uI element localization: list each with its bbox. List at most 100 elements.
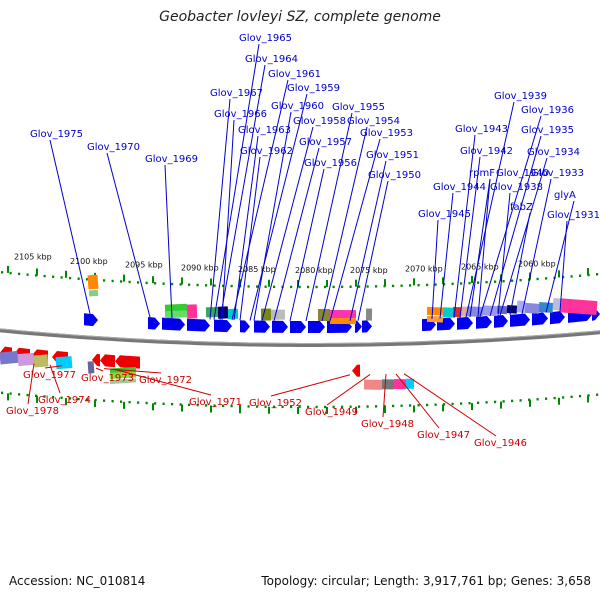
feature-block: [329, 309, 357, 319]
ruler-tick: [500, 401, 502, 409]
ruler-dot: [137, 401, 140, 404]
ruler-dot: [477, 401, 480, 404]
ruler-dot: [366, 285, 369, 288]
reverse-leader-line: [403, 373, 497, 437]
ruler-dot: [341, 285, 344, 289]
feature-block: [186, 304, 198, 319]
ruler-dot: [400, 284, 403, 287]
forward-gene-label: Glov_1931: [547, 210, 600, 221]
ruler-dot: [417, 283, 420, 287]
ruler-tick: [210, 405, 212, 413]
ruler-dot: [26, 273, 29, 276]
ruler-dot: [358, 405, 361, 408]
kbp-tick-label: 2085 kbp: [238, 265, 276, 274]
forward-gene-label: Glov_1940: [496, 168, 549, 179]
ruler-dot: [1, 391, 4, 395]
reverse-gene-label: Glov_1947: [417, 430, 470, 441]
ruler-dot: [256, 285, 259, 288]
feature-block: [109, 378, 137, 384]
ruler-dot: [587, 394, 590, 397]
topology-text: Topology: circular; Length: 3,917,761 bp…: [261, 574, 591, 588]
forward-gene-arrow: [162, 317, 185, 331]
ruler-dot: [298, 405, 301, 409]
reverse-leader-line: [326, 374, 371, 406]
feature-block: [33, 354, 49, 368]
forward-leader-line: [106, 152, 151, 318]
ruler-dot: [579, 274, 582, 277]
forward-gene-arrow: [240, 320, 250, 333]
forward-gene-label: Glov_1956: [304, 158, 357, 169]
ruler-dot: [392, 404, 395, 408]
reverse-gene-label: Glov_1973: [81, 373, 134, 384]
ruler-inner: [1, 391, 599, 414]
feature-block: [482, 305, 498, 317]
ruler-dot: [358, 285, 361, 288]
ruler-tick: [94, 400, 96, 408]
feature-block: [365, 308, 373, 321]
forward-leader-line: [231, 79, 289, 321]
forward-gene-label: Glov_1963: [238, 125, 291, 136]
forward-gene-label: Glov_1966: [214, 109, 267, 120]
feature-block: [55, 356, 73, 370]
ruler-tick: [210, 278, 212, 286]
forward-gene-label: glyA: [554, 190, 576, 201]
feature-block: [17, 352, 35, 367]
ruler-dot: [324, 405, 327, 409]
ruler-dot: [545, 397, 548, 400]
ruler-dot: [9, 392, 12, 395]
feature-color-blocks: [0, 274, 598, 390]
ruler-dot: [264, 285, 267, 288]
feature-block: [164, 303, 188, 313]
forward-gene-arrow: [362, 320, 372, 333]
feature-block: [538, 301, 554, 313]
reverse-leader-line: [395, 373, 440, 429]
reverse-gene-label: Glov_1948: [361, 419, 414, 430]
forward-gene-arrow: [476, 315, 492, 329]
reverse-leader-line: [27, 363, 35, 405]
backbone-highlight: [0, 328, 600, 344]
ruler-dot: [247, 405, 250, 408]
forward-leader-line: [469, 178, 491, 318]
ruler-tick: [442, 404, 444, 412]
forward-gene-label: Glov_1934: [527, 147, 580, 158]
forward-leader-line: [459, 156, 481, 318]
ruler-dot: [86, 278, 89, 281]
ruler-dot: [162, 402, 165, 406]
ruler-tick: [384, 406, 386, 414]
ruler-dot: [154, 282, 157, 285]
forward-leader-line: [239, 156, 261, 321]
forward-gene-label: fabZ: [510, 202, 533, 213]
forward-gene-arrow: [214, 319, 232, 333]
ruler-tick: [558, 397, 560, 405]
feature-block: [88, 289, 99, 297]
forward-gene-arrow: [510, 313, 530, 327]
forward-leader-line: [273, 147, 320, 321]
reverse-leader-line: [382, 374, 387, 418]
label-leader-lines: [27, 43, 575, 437]
ruler-dot: [213, 284, 216, 287]
forward-gene-arrow: [494, 315, 508, 328]
ruler-tick: [65, 270, 67, 278]
reverse-gene-arrow: [115, 355, 140, 369]
map-title: Geobacter lovleyi SZ, complete genome: [159, 9, 441, 25]
ruler-dot: [273, 405, 276, 409]
ruler-dot: [9, 271, 12, 275]
feature-block: [164, 310, 188, 319]
ruler-dot: [332, 405, 335, 409]
feature-block: [506, 305, 518, 314]
feature-block: [405, 378, 415, 389]
feature-block: [560, 298, 598, 316]
ruler-dot: [290, 285, 293, 289]
feature-block: [426, 306, 444, 316]
ruler-dot: [443, 283, 446, 286]
ruler-dot: [451, 282, 454, 286]
forward-gene-label: Glov_1935: [521, 125, 574, 136]
feature-block: [329, 317, 357, 325]
forward-gene-label: Glov_1961: [268, 69, 321, 80]
ruler-dot: [307, 405, 310, 409]
ruler-tick: [239, 279, 241, 287]
ruler-dot: [205, 284, 208, 287]
ruler-dot: [43, 395, 46, 398]
forward-gene-arrow: [84, 313, 98, 327]
forward-leader-line: [499, 157, 548, 316]
